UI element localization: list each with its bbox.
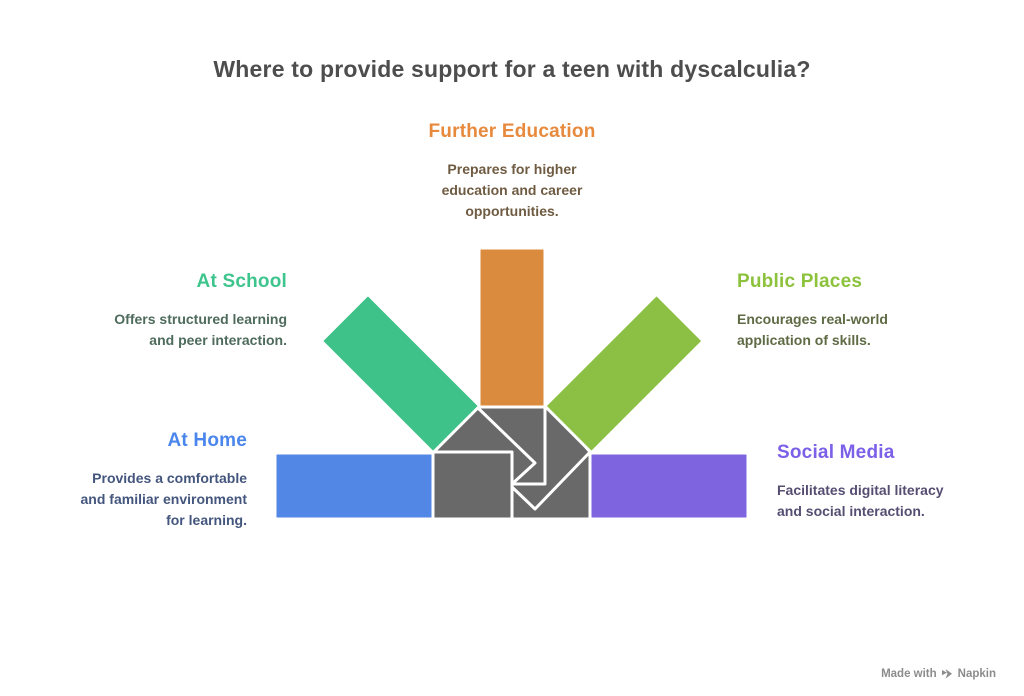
- watermark-brand: Napkin: [957, 668, 996, 680]
- bar-public-places: [544, 293, 704, 454]
- section-at-home-label: At Home: [167, 430, 247, 451]
- page-title: Where to provide support for a teen with…: [213, 56, 811, 82]
- section-public-places-description: Encourages real-world application of ski…: [737, 311, 888, 348]
- section-at-school: At School Offers structured learning and…: [27, 270, 287, 351]
- section-at-home-description: Provides a comfortable and familiar envi…: [80, 470, 247, 528]
- napkin-logo-icon: [941, 668, 953, 680]
- bar-social-media: [588, 451, 750, 521]
- center-arrowhead-line: [476, 406, 537, 486]
- bar-at-school: [320, 293, 481, 454]
- watermark-prefix: Made with: [881, 668, 937, 680]
- section-at-school-description: Offers structured learning and peer inte…: [114, 311, 287, 348]
- center-check-line: [510, 450, 592, 511]
- bar-at-home: [273, 451, 435, 521]
- section-social-media: Social Media Facilitates digital literac…: [777, 441, 1017, 522]
- section-further-education-label: Further Education: [428, 121, 596, 142]
- watermark: Made with Napkin: [881, 668, 996, 680]
- section-public-places: Public Places Encourages real-world appl…: [737, 270, 977, 351]
- section-at-school-label: At School: [196, 271, 287, 292]
- center-fold-line: [512, 407, 547, 486]
- center-square: [431, 450, 514, 521]
- section-social-media-label: Social Media: [777, 442, 895, 463]
- section-public-places-label: Public Places: [737, 271, 863, 292]
- section-further-education-description: Prepares for higher education and career…: [441, 161, 583, 219]
- section-at-home: At Home Provides a comfortable and famil…: [7, 429, 247, 531]
- bar-further-education: [477, 246, 547, 409]
- section-social-media-description: Facilitates digital literacy and social …: [777, 482, 944, 519]
- section-further-education: Further Education Prepares for higher ed…: [362, 120, 662, 222]
